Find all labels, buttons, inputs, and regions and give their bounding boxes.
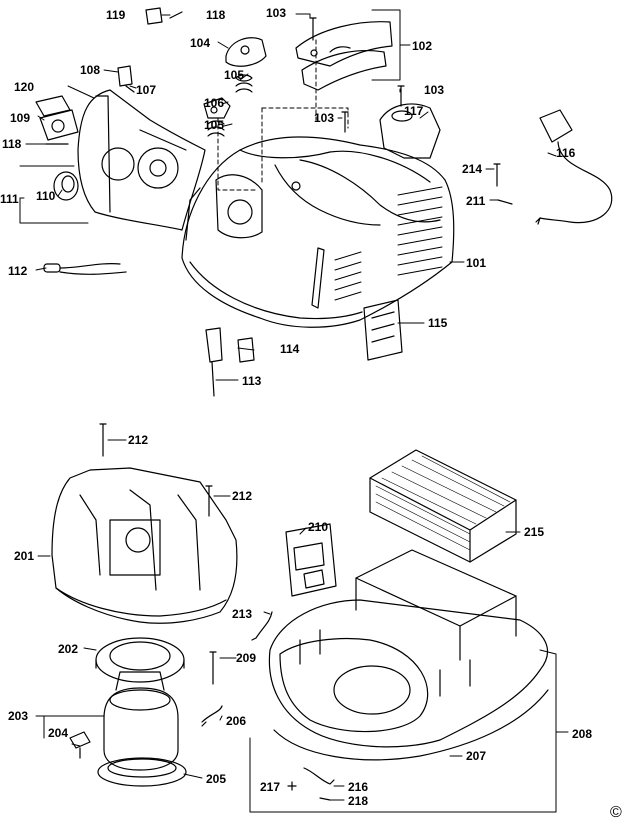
label-205: 205 (206, 772, 227, 786)
label-214: 214 (462, 162, 483, 176)
label-119: 119 (106, 8, 126, 22)
label-115: 115 (428, 316, 448, 330)
assembly-guide-lines (217, 39, 349, 191)
switch-109-120-drawing (35, 95, 79, 141)
label-206: 206 (226, 714, 247, 728)
ring-202-drawing (95, 637, 185, 683)
label-215: 215 (524, 525, 545, 539)
screw-209-drawing (209, 651, 217, 685)
label-107: 107 (136, 83, 157, 97)
label-210: 210 (308, 520, 329, 534)
latch-106-drawing (203, 97, 231, 119)
motor-203-205-drawing (97, 671, 187, 787)
label-101: 101 (466, 256, 487, 270)
motor-housing-201-drawing (51, 467, 238, 624)
label-110: 110 (36, 189, 56, 203)
handle-102-drawing (295, 21, 393, 91)
label-103-right: 103 (424, 83, 445, 97)
knob-110-drawing (53, 171, 79, 201)
screws-212-drawing (99, 423, 213, 517)
label-108: 108 (80, 63, 101, 77)
copyright-symbol: © (610, 804, 622, 821)
label-217: 217 (260, 780, 281, 794)
label-203: 203 (8, 709, 29, 723)
label-103-top: 103 (266, 6, 287, 20)
cap-104-drawing (225, 37, 267, 67)
small-parts-216-218-drawing (287, 767, 335, 801)
label-201: 201 (14, 549, 35, 563)
label-209: 209 (236, 651, 257, 665)
small-parts-211-214-drawing (493, 163, 513, 205)
label-118-left: 118 (2, 137, 22, 151)
label-112: 112 (8, 264, 28, 278)
grille-115-drawing (363, 299, 403, 361)
power-cord-116-drawing (535, 109, 613, 225)
leader-lines (19, 9, 569, 813)
label-213: 213 (232, 607, 253, 621)
filter-215-drawing (369, 449, 517, 563)
bracket-117-drawing (379, 103, 441, 159)
label-212-top: 212 (128, 433, 149, 447)
label-113: 113 (242, 374, 262, 388)
label-116: 116 (556, 146, 576, 160)
label-208: 208 (572, 727, 593, 741)
wire-206-drawing (201, 705, 223, 727)
small-parts-drawing (45, 7, 183, 145)
label-105-mid: 105 (204, 118, 225, 132)
cable-112-drawing (43, 262, 127, 275)
label-202: 202 (58, 642, 79, 656)
pcb-210-drawing (285, 523, 337, 597)
label-106: 106 (204, 96, 225, 110)
label-103-mid: 103 (314, 111, 335, 125)
base-208-drawing (268, 549, 549, 748)
label-105-top: 105 (224, 68, 245, 82)
screws-103-drawing (309, 17, 405, 133)
label-118-top: 118 (206, 8, 226, 22)
label-104: 104 (190, 36, 211, 50)
brush-204-drawing (69, 731, 91, 759)
switch-113-114-drawing (205, 327, 255, 397)
label-117: 117 (404, 104, 424, 118)
front-panel-111-drawing (77, 89, 206, 231)
label-216: 216 (348, 780, 369, 794)
label-211: 211 (466, 194, 486, 208)
gasket-207-drawing (273, 689, 549, 761)
label-109: 109 (10, 111, 31, 125)
label-120: 120 (14, 80, 35, 94)
label-114: 114 (280, 342, 300, 356)
wire-213-drawing (251, 611, 273, 641)
label-204: 204 (48, 726, 69, 740)
label-212-mid: 212 (232, 489, 253, 503)
label-207: 207 (466, 749, 487, 763)
label-218: 218 (348, 794, 369, 808)
springs-105-drawing (207, 74, 253, 137)
label-102: 102 (412, 39, 433, 53)
label-111: 111 (0, 192, 19, 206)
housing-101-drawing (181, 136, 455, 328)
